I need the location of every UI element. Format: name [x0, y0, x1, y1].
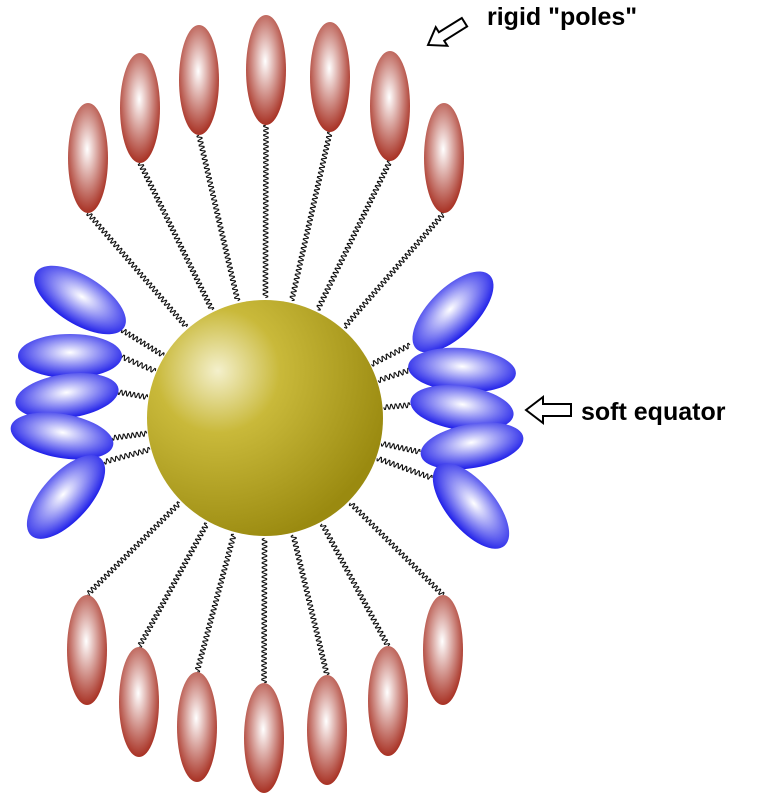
rigid-pole-mesogen — [177, 672, 217, 782]
spacer-chain — [383, 402, 411, 411]
spacer-chain — [376, 456, 433, 480]
spacer-chain — [262, 124, 269, 299]
soft-equator-mesogen — [412, 271, 494, 353]
spacer-chain — [348, 502, 445, 596]
rigid-pole-mesogen — [246, 15, 286, 125]
spacer-chain — [117, 389, 149, 400]
rigid-pole-mesogens-top — [68, 15, 464, 213]
soft-equator-mesogen — [26, 455, 106, 539]
spacer-chain — [377, 367, 411, 384]
rigid-pole-mesogen — [67, 595, 107, 705]
spacer-chains — [86, 124, 445, 684]
soft-equator-mesogen — [410, 385, 514, 431]
spacer-chain — [86, 501, 180, 597]
soft-equator-mesogen — [432, 463, 510, 549]
equator-mesogens-left — [10, 265, 126, 539]
spacer-chain — [103, 446, 151, 465]
spacer-chain — [119, 354, 157, 373]
spacer-chain — [343, 211, 445, 329]
equator-arrow — [524, 394, 572, 426]
rigid-pole-mesogen — [179, 25, 219, 135]
spacer-chain — [194, 533, 236, 673]
equator-mesogens-right — [408, 271, 524, 549]
rigid-pole-mesogen — [368, 646, 408, 756]
poles-arrow — [426, 16, 469, 47]
hollow-arrow-left-icon — [426, 16, 469, 47]
spacer-chain — [290, 534, 330, 676]
soft-equator-mesogen — [408, 347, 516, 393]
soft-equator-mesogen — [34, 265, 126, 335]
spacer-chain — [316, 160, 392, 311]
spacer-chain — [261, 537, 268, 684]
spacer-chain — [196, 134, 241, 302]
rigid-pole-mesogens-bottom — [67, 595, 463, 793]
rigid-pole-mesogen — [424, 103, 464, 213]
spacer-chain — [319, 523, 391, 647]
rigid-pole-mesogen — [307, 675, 347, 785]
spacer-chain — [380, 441, 421, 455]
rigid-pole-mesogen — [119, 647, 159, 757]
rigid-pole-mesogen — [310, 22, 350, 132]
poles-label: rigid "poles" — [487, 3, 637, 31]
soft-equator-mesogen — [10, 412, 114, 460]
spacer-chain — [137, 162, 215, 311]
spacer-chain — [86, 212, 189, 328]
spacer-chain — [111, 430, 148, 441]
rigid-pole-mesogen — [244, 683, 284, 793]
soft-equator-mesogen — [420, 422, 524, 470]
rigid-pole-mesogen — [68, 103, 108, 213]
soft-equator-mesogen — [15, 373, 119, 419]
gold-nanoparticle-core — [147, 300, 383, 536]
hollow-arrow-left-icon — [524, 394, 572, 426]
rigid-pole-mesogen — [423, 595, 463, 705]
spacer-chain — [137, 522, 209, 649]
equator-label: soft equator — [581, 398, 726, 426]
spacer-chain — [371, 342, 411, 367]
soft-equator-mesogen — [18, 334, 122, 378]
rigid-pole-mesogen — [120, 53, 160, 163]
rigid-pole-mesogen — [370, 51, 410, 161]
spacer-chain — [289, 131, 333, 302]
spacer-chain — [120, 328, 165, 357]
